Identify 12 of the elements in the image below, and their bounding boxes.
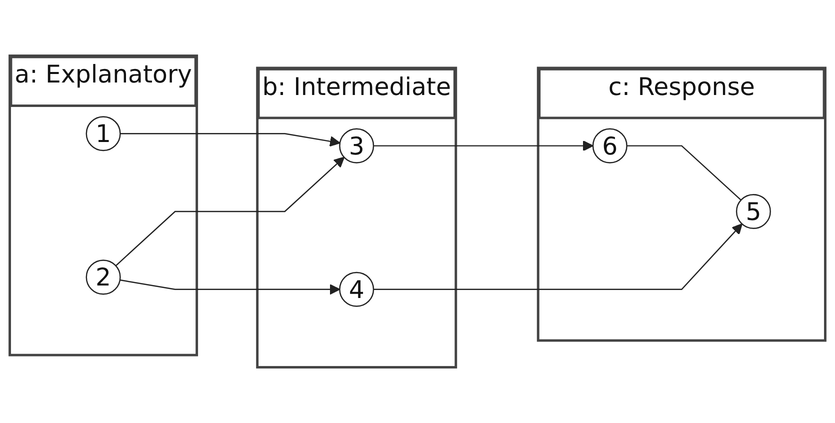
arrow	[120, 279, 340, 295]
node-circle: 3	[339, 128, 374, 164]
arrow	[374, 140, 594, 152]
arrow	[374, 223, 742, 290]
connector	[626, 145, 742, 201]
arrow	[115, 156, 345, 266]
node-circle: 4	[339, 272, 374, 307]
arrow	[120, 133, 340, 147]
node-circle: 5	[736, 194, 771, 230]
node-circle: 6	[592, 128, 628, 164]
node-circle: 2	[86, 260, 121, 295]
node-circle: 1	[86, 116, 121, 152]
